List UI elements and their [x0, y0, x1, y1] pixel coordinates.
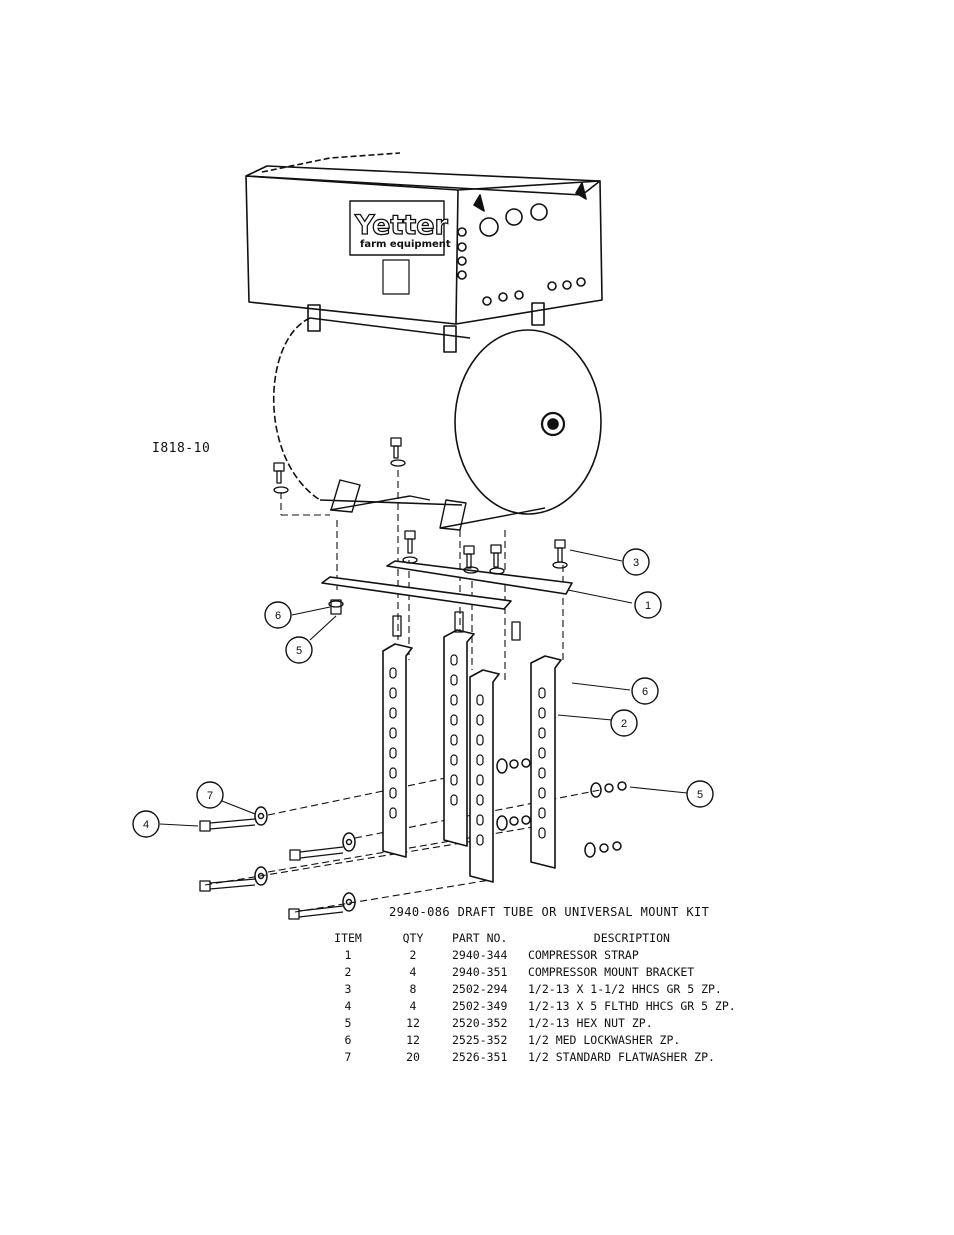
cell-item: 5	[344, 1015, 352, 1030]
yetter-logo: Yetter farm equipment	[353, 209, 451, 250]
cell-part-no: 2940-351	[452, 964, 508, 979]
header-qty: QTY	[402, 930, 424, 945]
cell-description: 1/2-13 X 1-1/2 HHCS GR 5 ZP.	[528, 981, 722, 996]
parts-header-row: ITEM QTY PART NO. DESCRIPTION	[312, 929, 736, 946]
cell-item: 1	[344, 947, 352, 962]
callout-number: 6	[275, 610, 281, 622]
callout-number: 6	[642, 686, 648, 698]
callout-number: 3	[633, 557, 639, 569]
cell-part-no: 2502-294	[452, 981, 508, 996]
table-row: 2 4 2940-351 COMPRESSOR MOUNT BRACKET	[312, 963, 736, 980]
table-row: 7 20 2526-351 1/2 STANDARD FLATWASHER ZP…	[312, 1048, 736, 1065]
cell-item: 7	[344, 1049, 352, 1064]
cell-item: 2	[344, 964, 352, 979]
callout-number: 2	[621, 718, 627, 730]
kit-title: 2940-086 DRAFT TUBE OR UNIVERSAL MOUNT K…	[389, 905, 710, 919]
alignment-lines	[204, 470, 601, 913]
mount-brackets	[382, 629, 562, 883]
cell-item: 6	[344, 1032, 352, 1047]
callout-number: 4	[143, 819, 149, 831]
table-row: 1 2 2940-344 COMPRESSOR STRAP	[312, 946, 736, 963]
air-tank	[272, 317, 602, 515]
cell-part-no: 2525-352	[452, 1032, 508, 1047]
figure-id: I818-10	[152, 441, 211, 456]
cell-qty: 4	[409, 964, 417, 979]
cell-description: COMPRESSOR STRAP	[528, 947, 639, 962]
cell-part-no: 2502-349	[452, 998, 508, 1013]
cell-qty: 2	[409, 947, 417, 962]
cell-description: COMPRESSOR MOUNT BRACKET	[528, 964, 695, 979]
cell-description: 1/2-13 X 5 FLTHD HHCS GR 5 ZP.	[528, 998, 736, 1013]
table-row: 5 12 2520-352 1/2-13 HEX NUT ZP.	[312, 1014, 736, 1031]
cell-qty: 12	[406, 1032, 420, 1047]
table-row: 6 12 2525-352 1/2 MED LOCKWASHER ZP.	[312, 1031, 736, 1048]
header-description: DESCRIPTION	[593, 930, 670, 945]
table-row: 3 8 2502-294 1/2-13 X 1-1/2 HHCS GR 5 ZP…	[312, 980, 736, 997]
cell-description: 1/2-13 HEX NUT ZP.	[528, 1015, 653, 1030]
tank-feet	[329, 479, 546, 531]
cell-description: 1/2 MED LOCKWASHER ZP.	[528, 1032, 681, 1047]
table-row: 4 4 2502-349 1/2-13 X 5 FLTHD HHCS GR 5 …	[312, 997, 736, 1014]
parts-table: ITEM QTY PART NO. DESCRIPTION 1 2 2940-3…	[312, 929, 736, 1065]
cell-qty: 4	[409, 998, 417, 1013]
cell-qty: 8	[409, 981, 417, 996]
callout-number: 7	[207, 790, 213, 802]
cell-part-no: 2940-344	[452, 947, 508, 962]
cell-qty: 20	[406, 1049, 420, 1064]
callout-number: 1	[645, 600, 651, 612]
leader-lines	[159, 549, 688, 827]
callout-number: 5	[697, 789, 703, 801]
compressor-straps	[321, 560, 573, 610]
cell-part-no: 2526-351	[452, 1049, 508, 1064]
header-item: ITEM	[334, 930, 362, 945]
compressor-box	[245, 152, 603, 353]
brand-tagline: farm equipment	[360, 239, 451, 250]
callout-number: 5	[296, 645, 302, 657]
bracket-slots	[389, 654, 546, 846]
cell-item: 4	[344, 998, 352, 1013]
cell-part-no: 2520-352	[452, 1015, 508, 1030]
brand-name: Yetter	[354, 210, 449, 241]
cell-item: 3	[344, 981, 352, 996]
flatwashers	[254, 806, 356, 912]
cell-description: 1/2 STANDARD FLATWASHER ZP.	[528, 1049, 715, 1064]
cell-qty: 12	[406, 1015, 420, 1030]
flthd-bolts	[199, 818, 344, 920]
callout-circles	[132, 548, 714, 838]
header-part-no: PART NO.	[452, 930, 508, 945]
nut-sets	[496, 758, 627, 858]
callout-numbers: 3 1 6 5 6 2 5 4 7	[143, 557, 703, 831]
hhcs-bolts	[273, 437, 568, 641]
